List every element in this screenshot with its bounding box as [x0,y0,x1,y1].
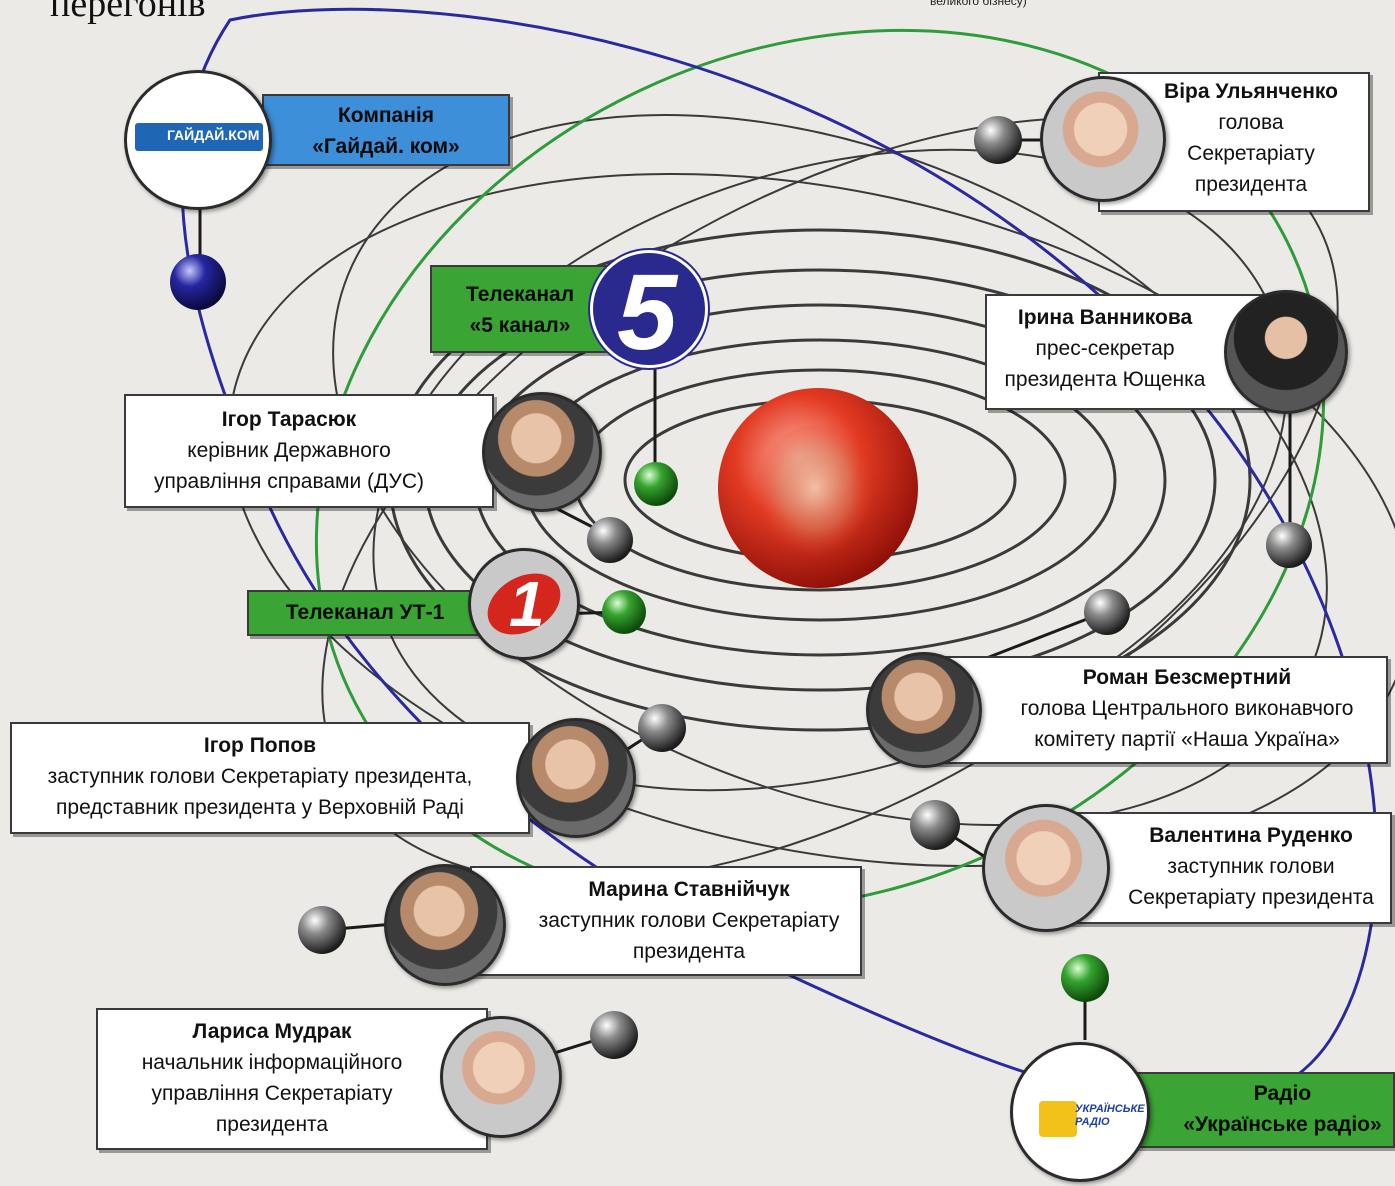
ut1-logo: 1 [468,548,580,660]
node-name: Телеканал УТ-1 [285,601,445,624]
node-role-line: президента [215,1113,329,1136]
node-role-line: президента [1194,173,1308,196]
channel-5-logo-text: 5 [617,251,678,368]
rudenko-photo [982,804,1110,932]
gaidai-logo-badge [135,123,263,151]
central-figure-photo [755,425,875,565]
popov-photo [516,718,636,838]
node-role-line: начальник інформаційного [141,1051,403,1074]
grey-ball [910,800,960,850]
node-stavniichuk-card: Марина Ставнійчук заступник голови Секре… [470,866,862,976]
node-name: Радіо [1253,1082,1312,1105]
green-ball [634,462,678,506]
grey-ball [587,517,633,563]
grey-ball [1084,589,1130,635]
channel-5-logo: 5 [590,250,708,368]
node-role-line: голова [1218,111,1284,134]
node-role-line: заступник голови Секретаріату президента… [47,765,473,788]
node-gaidai-label: Компанія «Гайдай. ком» [262,94,510,166]
node-popov-card: Ігор Попов заступник голови Секретаріату… [10,722,530,834]
node-role-line: прес-секретар [1035,337,1175,360]
node-role-line: управління Секретаріату [151,1082,393,1105]
blue-ball [170,254,226,310]
node-role: «Українське радіо» [1183,1113,1382,1136]
node-name: Лариса Мудрак [192,1020,352,1043]
ut1-logo-text: 1 [509,568,545,640]
header-title-fragment: перегонів [50,0,206,25]
ulyanchenko-photo [1040,76,1166,202]
gaidai-logo-text: ГАЙДАЙ.КОМ [167,127,260,143]
node-role: «5 канал» [469,314,571,337]
node-role-line: голова Центрального виконавчого [1020,697,1354,720]
node-role-line: Секретаріату президента [1128,886,1374,909]
node-bezsmertnyi-card: Роман Безсмертний голова Центрального ви… [930,656,1388,764]
gaidai-logo: ГАЙДАЙ.КОМ [124,70,272,210]
green-ball [1061,954,1109,1002]
radio-logo-text: УКРАЇНСЬКЕ РАДІО [1075,1103,1145,1128]
tarasiuk-photo [482,392,602,512]
node-role-line: комітету партії «Наша Україна» [1034,728,1340,751]
mudrak-photo [440,1016,562,1138]
node-name: Віра Ульянченко [1164,80,1338,103]
node-vannikova-card: Ірина Ванникова прес-секретар президента… [985,294,1285,410]
node-name: Роман Безсмертний [1082,666,1292,689]
node-name: Компанія [337,104,435,127]
grey-ball [638,704,686,752]
header-note-fragment: великого бізнесу) [930,0,1027,8]
node-mudrak-card: Лариса Мудрак начальник інформаційного у… [96,1008,488,1150]
node-name: Телеканал [465,283,575,306]
green-ball [602,590,646,634]
grey-ball [590,1011,638,1059]
grey-ball [1266,522,1312,568]
node-name: Марина Ставнійчук [588,878,790,901]
ukrainian-radio-logo: УКРАЇНСЬКЕ РАДІО [1010,1042,1150,1182]
node-tarasiuk-card: Ігор Тарасюк керівник Державного управлі… [124,394,494,508]
node-role-line: керівник Державного [187,439,391,462]
bezsmertnyi-photo [866,652,982,768]
node-role-line: заступник голови [1167,855,1335,878]
node-role-line: управління справами (ДУС) [153,470,424,493]
node-name: Ігор Тарасюк [221,408,357,431]
grey-ball [298,906,346,954]
node-role-line: Секретаріату [1187,142,1315,165]
node-channel5-label: Телеканал «5 канал» [430,265,610,353]
grey-ball [974,116,1022,164]
node-role-line: президента Ющенка [1004,368,1206,391]
node-role-line: президента [632,940,746,963]
node-name: Валентина Руденко [1149,824,1353,847]
node-ut1-label: Телеканал УТ-1 [247,590,483,636]
node-radio-label: Радіо «Українське радіо» [1130,1072,1395,1148]
radio-logo-mark [1039,1101,1077,1137]
stavniichuk-photo [384,864,506,986]
node-role-line: представник президента у Верховній Раді [56,796,464,819]
node-name: Ірина Ванникова [1017,306,1193,329]
vannikova-photo [1224,290,1348,414]
node-role-line: заступник голови Секретаріату [538,909,840,932]
node-role: «Гайдай. ком» [312,135,460,158]
node-name: Ігор Попов [203,734,317,757]
